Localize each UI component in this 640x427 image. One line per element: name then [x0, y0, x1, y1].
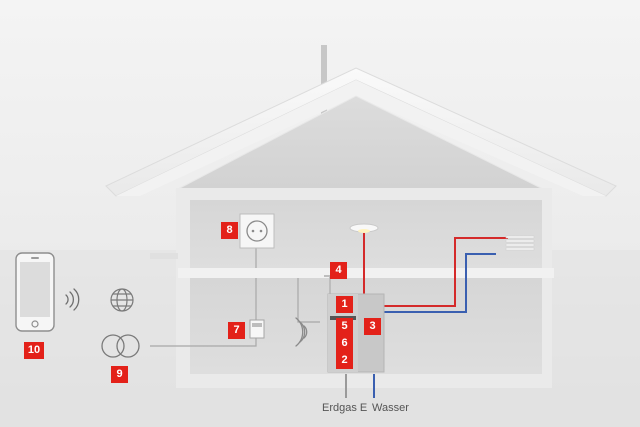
badge-6: 6	[336, 335, 353, 352]
power-grid-icon	[101, 334, 140, 358]
badge-8: 8	[221, 222, 238, 239]
badge-5: 5	[336, 318, 353, 335]
badge-2: 2	[336, 352, 353, 369]
smartphone-icon	[15, 252, 55, 332]
badge-3: 3	[364, 318, 381, 335]
badge-9: 9	[111, 366, 128, 383]
badge-1: 1	[336, 296, 353, 313]
floor-slab	[178, 268, 554, 278]
badge-4: 4	[330, 262, 347, 279]
water-label: Wasser	[372, 402, 409, 414]
radiator-icon	[505, 235, 535, 251]
badge-7: 7	[228, 322, 245, 339]
pipes	[150, 232, 508, 398]
wifi-signal-icon	[65, 288, 80, 311]
power-socket-icon	[239, 213, 275, 249]
globe-icon	[110, 288, 134, 312]
ceiling-lamp-icon	[349, 223, 379, 233]
gas-label: Erdgas E	[322, 402, 368, 414]
badge-10: 10	[24, 342, 44, 359]
electricity-meter-icon	[249, 319, 265, 339]
cold-pipe-radiator	[384, 253, 496, 313]
hot-pipe-radiator	[384, 237, 508, 307]
wifi-signal-icon	[295, 317, 308, 347]
